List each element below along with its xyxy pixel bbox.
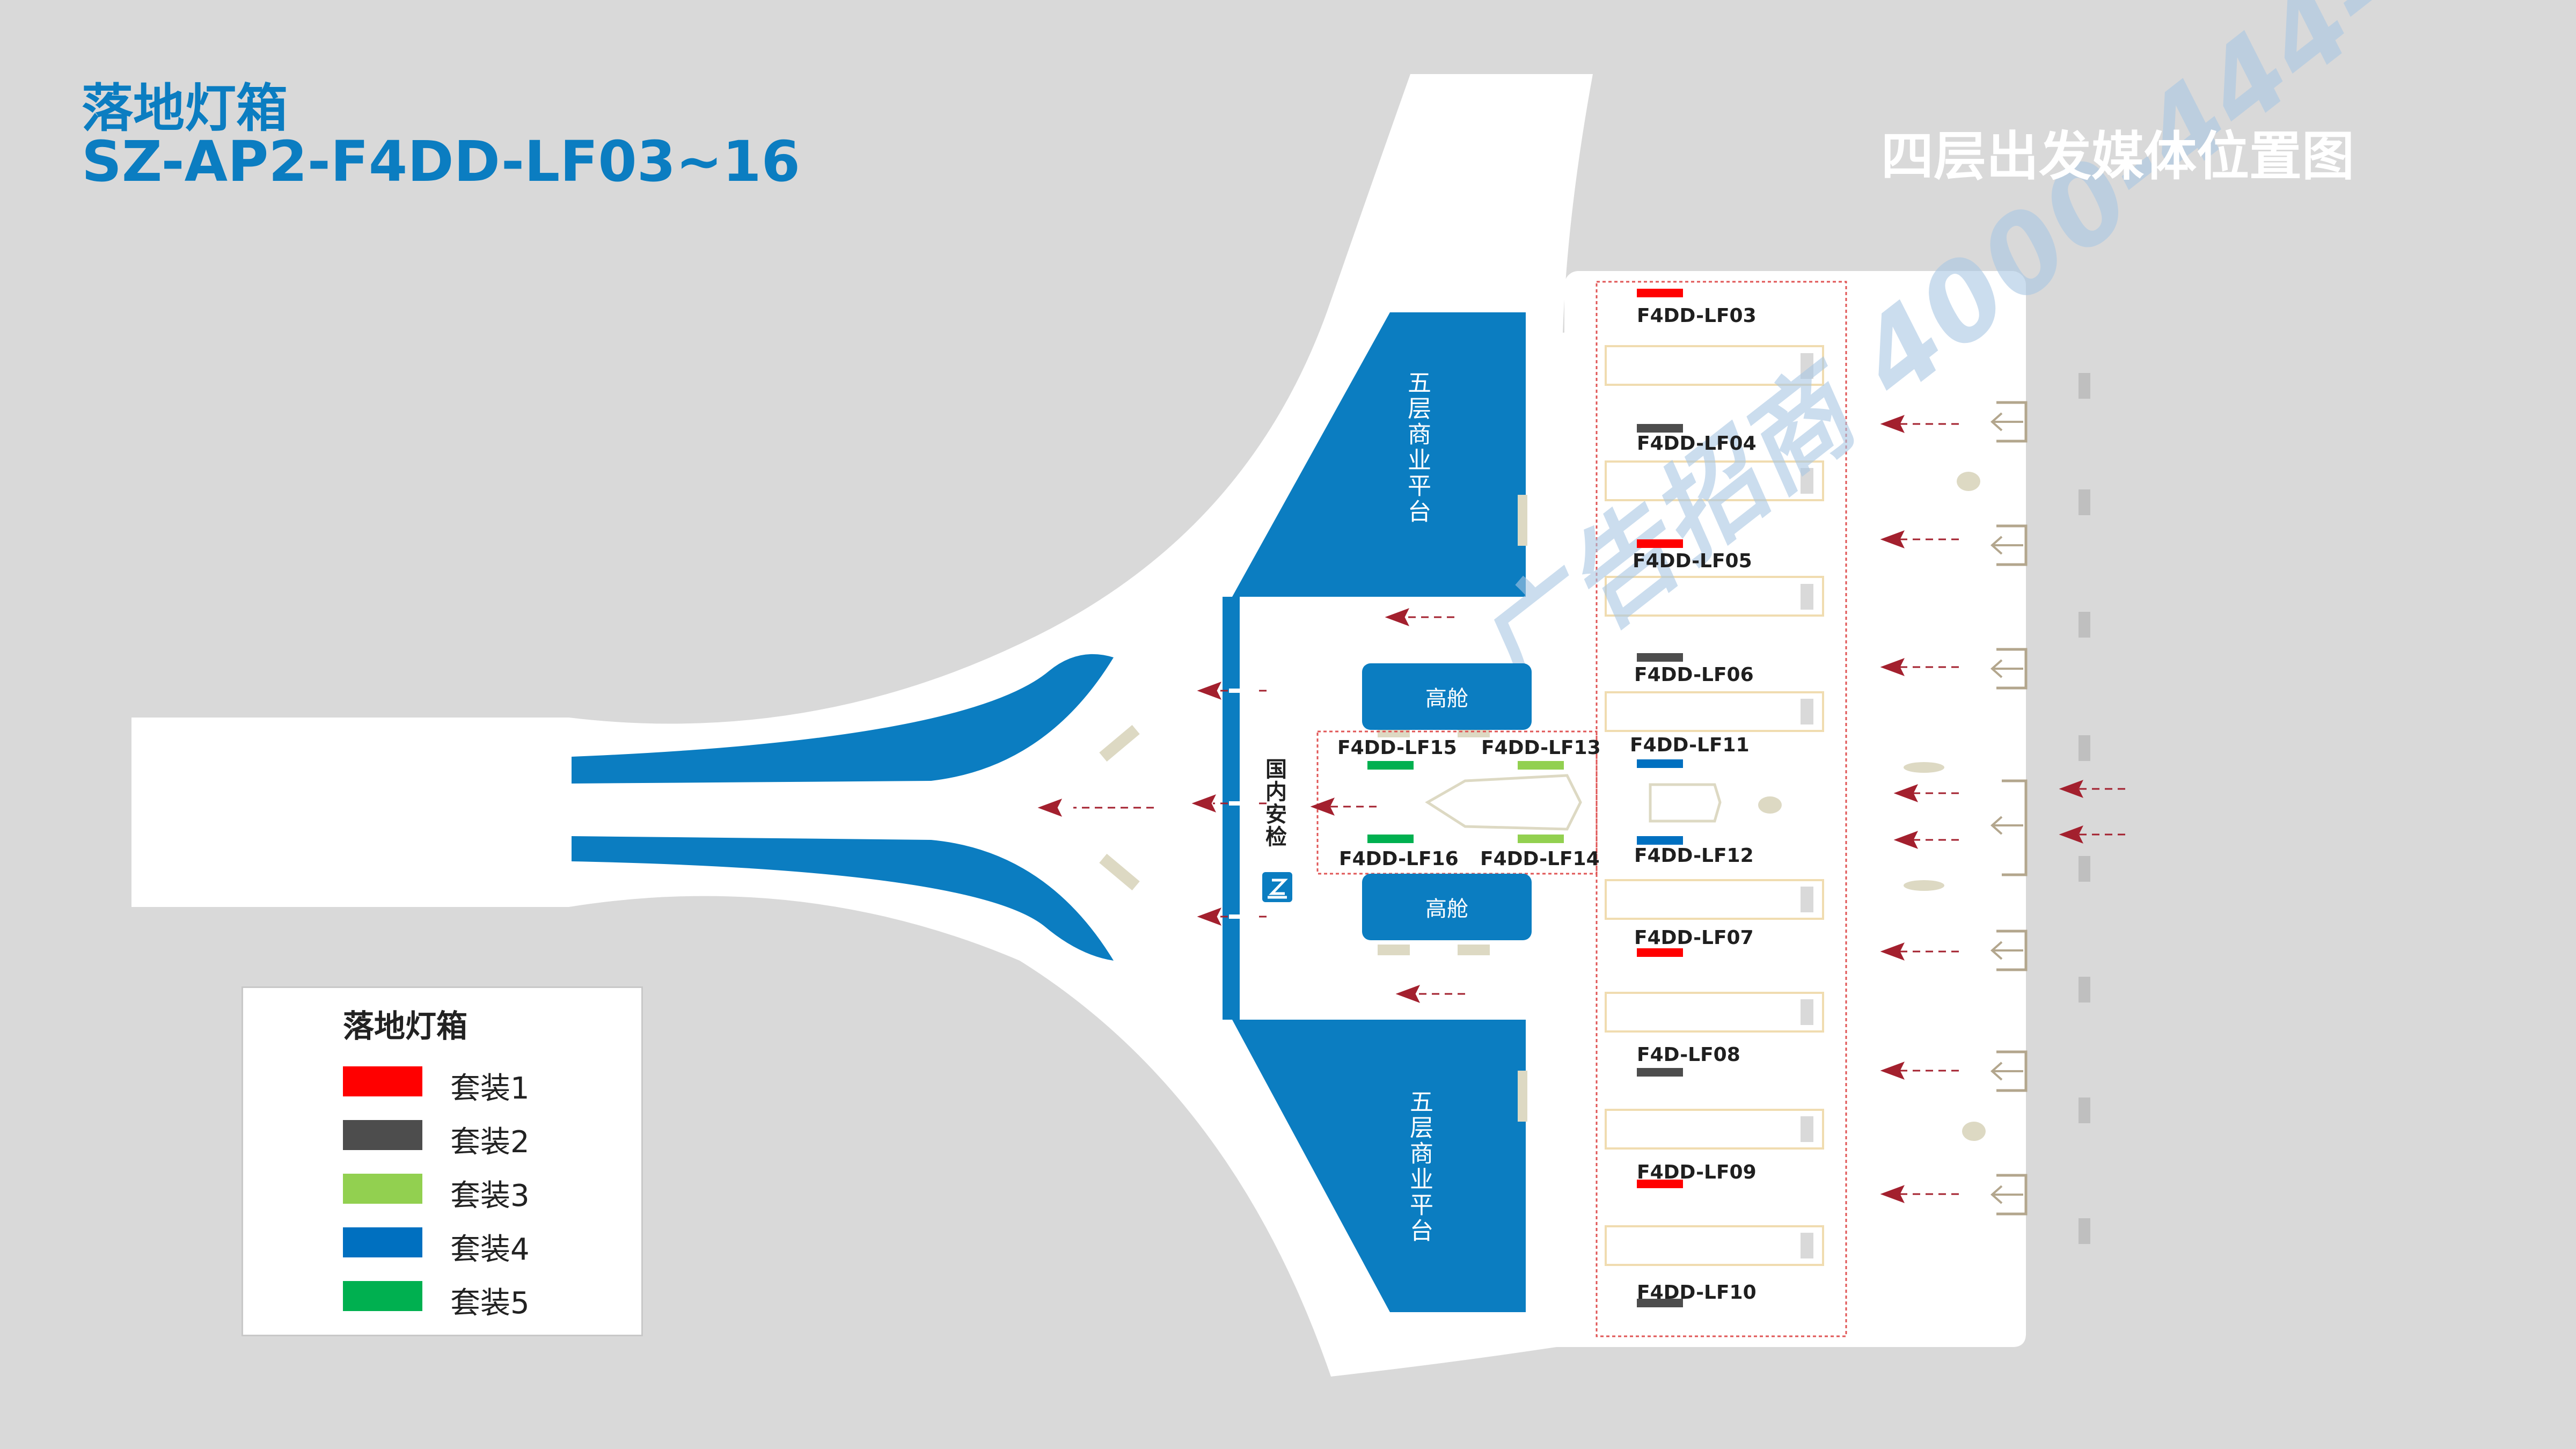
pillar <box>1758 796 1782 814</box>
entrance-doors <box>1996 401 2028 1216</box>
lightbox-marker-lf13[interactable] <box>1518 761 1564 770</box>
legend-label: 套装2 <box>450 1125 530 1160</box>
divider <box>1378 945 1410 955</box>
security-label: 国内安检 <box>1262 758 1286 848</box>
flow-arrow <box>1893 784 1959 802</box>
lightbox-marker-lf14[interactable] <box>1518 835 1564 843</box>
flow-arrow <box>1385 608 1454 626</box>
flow-arrow <box>1880 658 1959 676</box>
commercial-platform-bottom <box>1232 1020 1526 1312</box>
legend-swatch <box>343 1174 422 1204</box>
flow-arrow <box>2059 825 2125 844</box>
map-title: 四层出发媒体位置图 <box>1881 126 2355 187</box>
check-in-counters <box>1605 345 1824 1266</box>
commercial-platform-top <box>1232 312 1526 597</box>
pillar <box>1962 1122 1986 1141</box>
pillar <box>1904 880 1944 891</box>
lightbox-label-lf08: F4D-LF08 <box>1637 1044 1740 1066</box>
security-icon-figure <box>1268 879 1288 899</box>
divider <box>1099 853 1140 891</box>
road-left-upper <box>572 654 1114 784</box>
legend-label: 套装5 <box>450 1286 530 1321</box>
lightbox-marker-lf12[interactable] <box>1637 836 1683 845</box>
lightbox-marker-lf16[interactable] <box>1367 835 1414 843</box>
flow-arrow <box>1395 985 1465 1003</box>
legend-swatch <box>343 1281 422 1311</box>
pillar <box>1957 472 1980 491</box>
divider <box>1099 724 1140 762</box>
lightbox-marker-lf15[interactable] <box>1367 761 1414 770</box>
lightbox-label-lf11: F4DD-LF11 <box>1630 734 1750 756</box>
lightbox-label-lf14: F4DD-LF14 <box>1480 848 1600 870</box>
lightbox-marker-lf03[interactable] <box>1637 289 1683 297</box>
concourse-floor <box>131 74 2026 1377</box>
premium-area-top: 高舱 <box>1362 663 1532 730</box>
lightbox-label-lf12: F4DD-LF12 <box>1634 845 1754 867</box>
flow-arrow <box>1880 415 1959 433</box>
legend-label: 套装1 <box>450 1071 530 1106</box>
flow-arrows <box>1037 415 2125 1203</box>
lightbox-marker-lf09[interactable] <box>1637 1180 1683 1188</box>
counter-tabs <box>1801 353 1813 1258</box>
divider <box>1458 945 1490 955</box>
lightbox-marker-lf05[interactable] <box>1637 539 1683 548</box>
commercial-platform-bottom-label: 五层商业平台 <box>1406 1089 1433 1244</box>
lightbox-label-lf16: F4DD-LF16 <box>1339 848 1459 870</box>
flow-arrow <box>1880 942 1959 961</box>
commercial-platform-top-label: 五层商业平台 <box>1403 370 1431 525</box>
lightbox-label-lf03: F4DD-LF03 <box>1637 305 1757 327</box>
lightbox-label-lf07: F4DD-LF07 <box>1634 927 1754 949</box>
legend-swatch <box>343 1066 422 1096</box>
lightbox-label-lf06: F4DD-LF06 <box>1634 664 1754 686</box>
lightbox-label-lf04: F4DD-LF04 <box>1637 433 1757 455</box>
lightbox-marker-lf08[interactable] <box>1637 1068 1683 1077</box>
security-bar <box>1223 597 1240 1020</box>
flow-arrow <box>2059 780 2125 798</box>
road-left-lower <box>572 836 1114 961</box>
divider <box>1518 495 1527 546</box>
legend-swatch <box>343 1120 422 1150</box>
flow-arrow <box>1037 799 1154 817</box>
legend-label: 套装4 <box>450 1232 530 1267</box>
flow-arrow <box>1880 1062 1959 1080</box>
legend-title: 落地灯箱 <box>343 1008 468 1044</box>
page-code: SZ-AP2-F4DD-LF03~16 <box>82 129 800 194</box>
lightbox-marker-lf06[interactable] <box>1637 653 1683 662</box>
flow-arrow <box>1880 530 1959 548</box>
lightbox-marker-lf04[interactable] <box>1637 424 1683 433</box>
lightbox-label-lf05: F4DD-LF05 <box>1633 550 1752 572</box>
lightbox-marker-lf11[interactable] <box>1637 759 1683 768</box>
lightbox-marker-lf07[interactable] <box>1637 948 1683 957</box>
door-arrows <box>1990 412 2023 1204</box>
lightbox-label-lf13: F4DD-LF13 <box>1481 737 1601 759</box>
counter-zone <box>1596 281 1847 1337</box>
flow-arrow <box>1880 1185 1959 1203</box>
kiosk-right <box>1649 783 1722 823</box>
legend-label: 套装3 <box>450 1179 530 1213</box>
page-title: 落地灯箱 <box>82 78 288 138</box>
legend: 落地灯箱 套装1 套装2 套装3 套装4 套装5 <box>241 986 643 1336</box>
lightbox-marker-lf10[interactable] <box>1637 1299 1683 1307</box>
lightbox-label-lf15: F4DD-LF15 <box>1337 737 1457 759</box>
premium-area-bottom: 高舱 <box>1362 874 1532 940</box>
flow-arrow <box>1310 797 1377 816</box>
security-arrows <box>1229 689 1258 919</box>
central-kiosk <box>1425 774 1582 831</box>
curb-dashes <box>2079 373 2090 1244</box>
legend-swatch <box>343 1227 422 1257</box>
pillar <box>1904 762 1944 773</box>
divider <box>1518 1071 1527 1122</box>
flow-arrow <box>1893 831 1959 849</box>
